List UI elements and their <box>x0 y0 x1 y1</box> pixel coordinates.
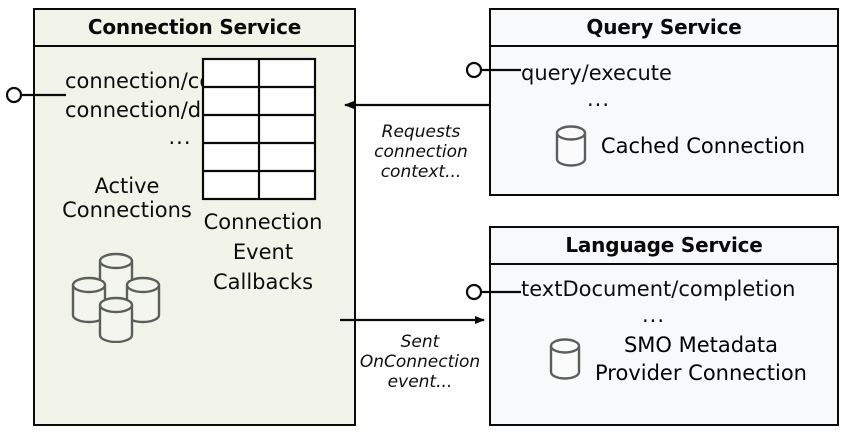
database-cylinder-icon <box>549 338 581 380</box>
edge-label-query-to-connection: Requests connection context... <box>357 122 485 182</box>
database-cylinder-icon <box>555 125 587 167</box>
edge-label-line1: Requests <box>381 122 461 142</box>
cached-connection-row: Cached Connection <box>533 121 823 171</box>
connection-event-callbacks-label: Connection Event Callbacks <box>183 207 343 297</box>
edge-label-connection-to-language: Sent OnConnection event... <box>352 332 488 392</box>
active-connections-label-line2: Connections <box>62 197 192 222</box>
query-service-operation-list: query/execute <box>521 59 672 88</box>
callbacks-label-line2: Event <box>232 240 294 264</box>
smo-metadata-connection-row: SMO Metadata Provider Connection <box>521 331 831 387</box>
language-service-ellipsis: ... <box>641 303 666 327</box>
edge-label-line3: event... <box>387 372 453 393</box>
table-grid-icon <box>201 57 317 201</box>
callbacks-label-line1: Connection <box>203 210 323 234</box>
query-service-ellipsis: ... <box>586 87 611 111</box>
connection-service-ellipsis: ... <box>168 125 192 149</box>
component-query-service[interactable]: Query Service query/execute ... Cached C… <box>489 8 839 196</box>
connection-service-title: Connection Service <box>35 10 354 47</box>
language-service-title: Language Service <box>491 228 837 265</box>
operation-query-execute[interactable]: query/execute <box>521 61 672 85</box>
edge-label-line2: connection <box>374 142 468 163</box>
smo-metadata-connection-label: SMO Metadata Provider Connection <box>595 331 807 387</box>
active-connections-label-line1: Active <box>94 174 160 198</box>
component-connection-service[interactable]: Connection Service connection/connect co… <box>33 8 356 426</box>
edge-label-line1: Sent <box>400 332 440 352</box>
smo-metadata-line1: SMO Metadata <box>623 333 779 357</box>
query-service-title: Query Service <box>491 10 837 47</box>
smo-metadata-line2: Provider Connection <box>595 361 807 385</box>
callbacks-label-line3: Callbacks <box>212 270 314 294</box>
active-connections-label: Active Connections <box>47 174 207 222</box>
database-cluster-icon <box>71 252 161 343</box>
operation-textdocument-completion[interactable]: textDocument/completion <box>521 277 796 301</box>
edge-label-line2: OnConnection <box>359 352 481 373</box>
cached-connection-label: Cached Connection <box>600 134 806 158</box>
edge-label-line3: context... <box>380 162 462 183</box>
language-service-operation-list: textDocument/completion <box>521 275 795 304</box>
component-language-service[interactable]: Language Service textDocument/completion… <box>489 226 839 426</box>
